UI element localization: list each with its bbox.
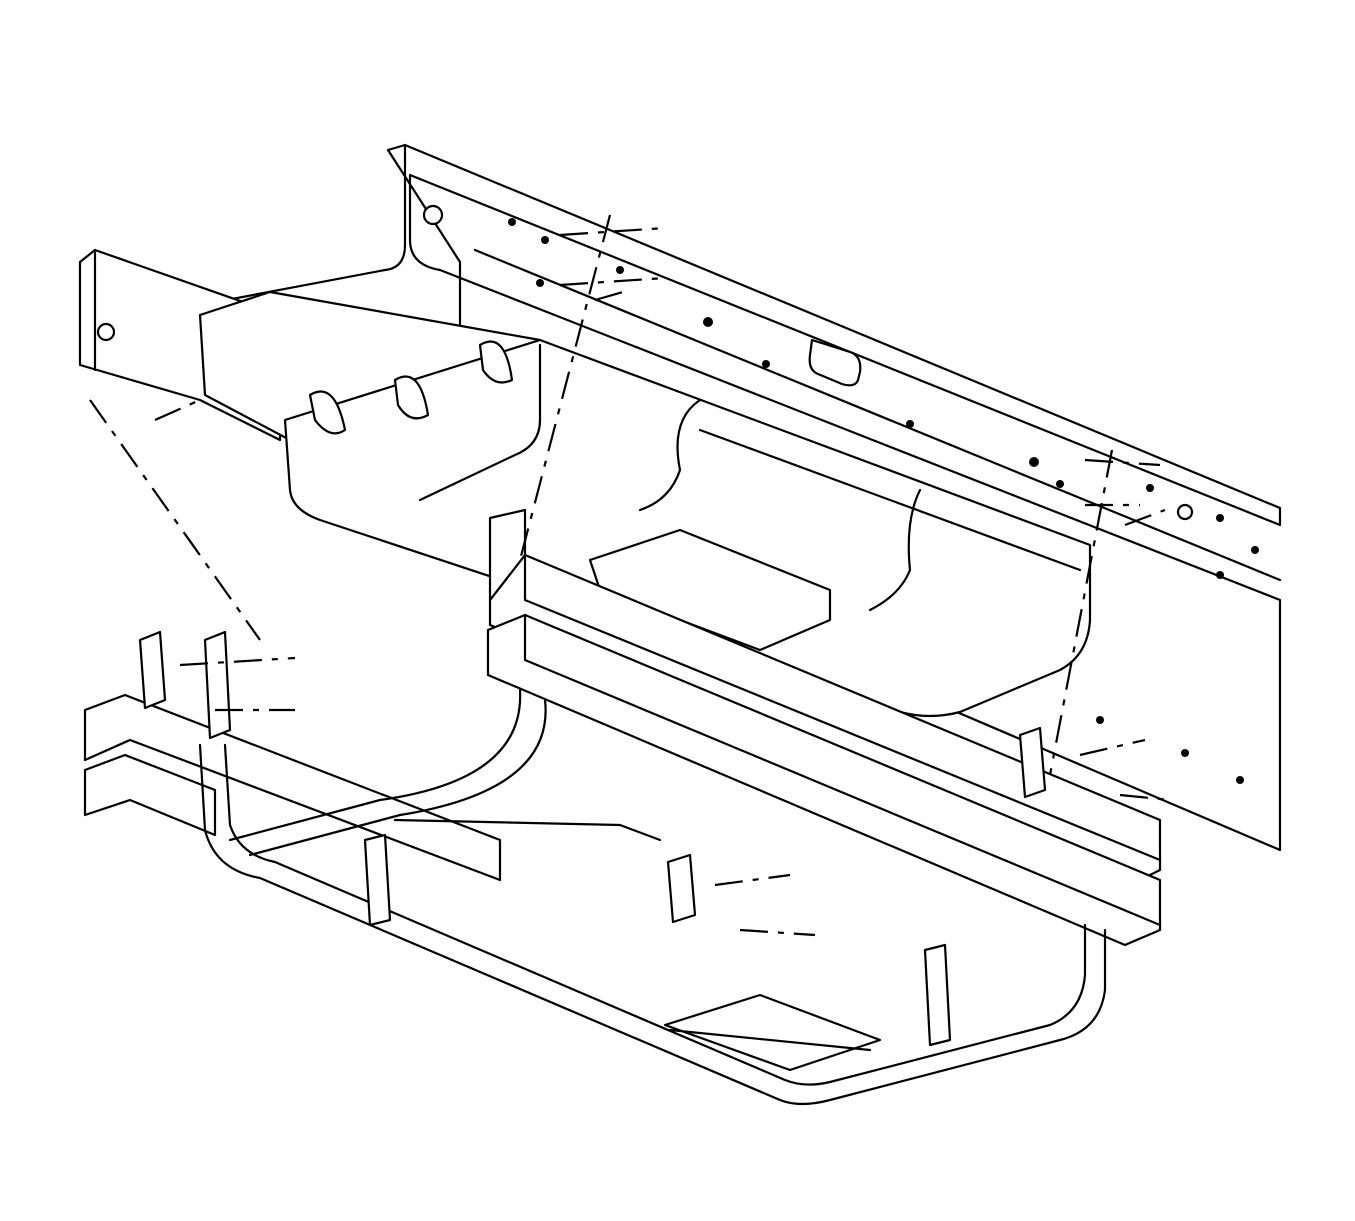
frame-rail-holes (508, 218, 1259, 784)
alignment-lines (89, 214, 1171, 937)
fuel-tank (283, 338, 1092, 718)
tank-support-beam-upper (488, 508, 1162, 892)
tank-cradle (83, 613, 1162, 1106)
